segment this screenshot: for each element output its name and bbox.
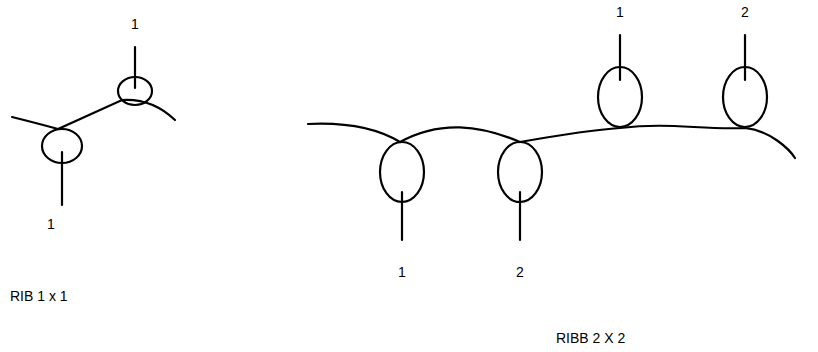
stitch-stem <box>134 47 136 88</box>
callout-number: 1 <box>398 264 406 281</box>
stitch-stem <box>61 152 63 205</box>
callout-number: 1 <box>131 16 139 33</box>
callout-number: 2 <box>516 264 524 281</box>
callout-number: 1 <box>616 4 624 21</box>
stitch-stem <box>401 192 403 240</box>
rib-title: RIBB 2 X 2 <box>556 330 625 347</box>
stitch-stem <box>519 192 521 240</box>
yarn-strand <box>308 124 795 158</box>
callout-number: 1 <box>47 216 55 233</box>
yarn-strand <box>12 100 175 129</box>
stitch-stem <box>744 35 746 80</box>
rib-title: RIB 1 x 1 <box>10 288 68 305</box>
callout-number: 2 <box>741 4 749 21</box>
stitch-stem <box>619 35 621 80</box>
